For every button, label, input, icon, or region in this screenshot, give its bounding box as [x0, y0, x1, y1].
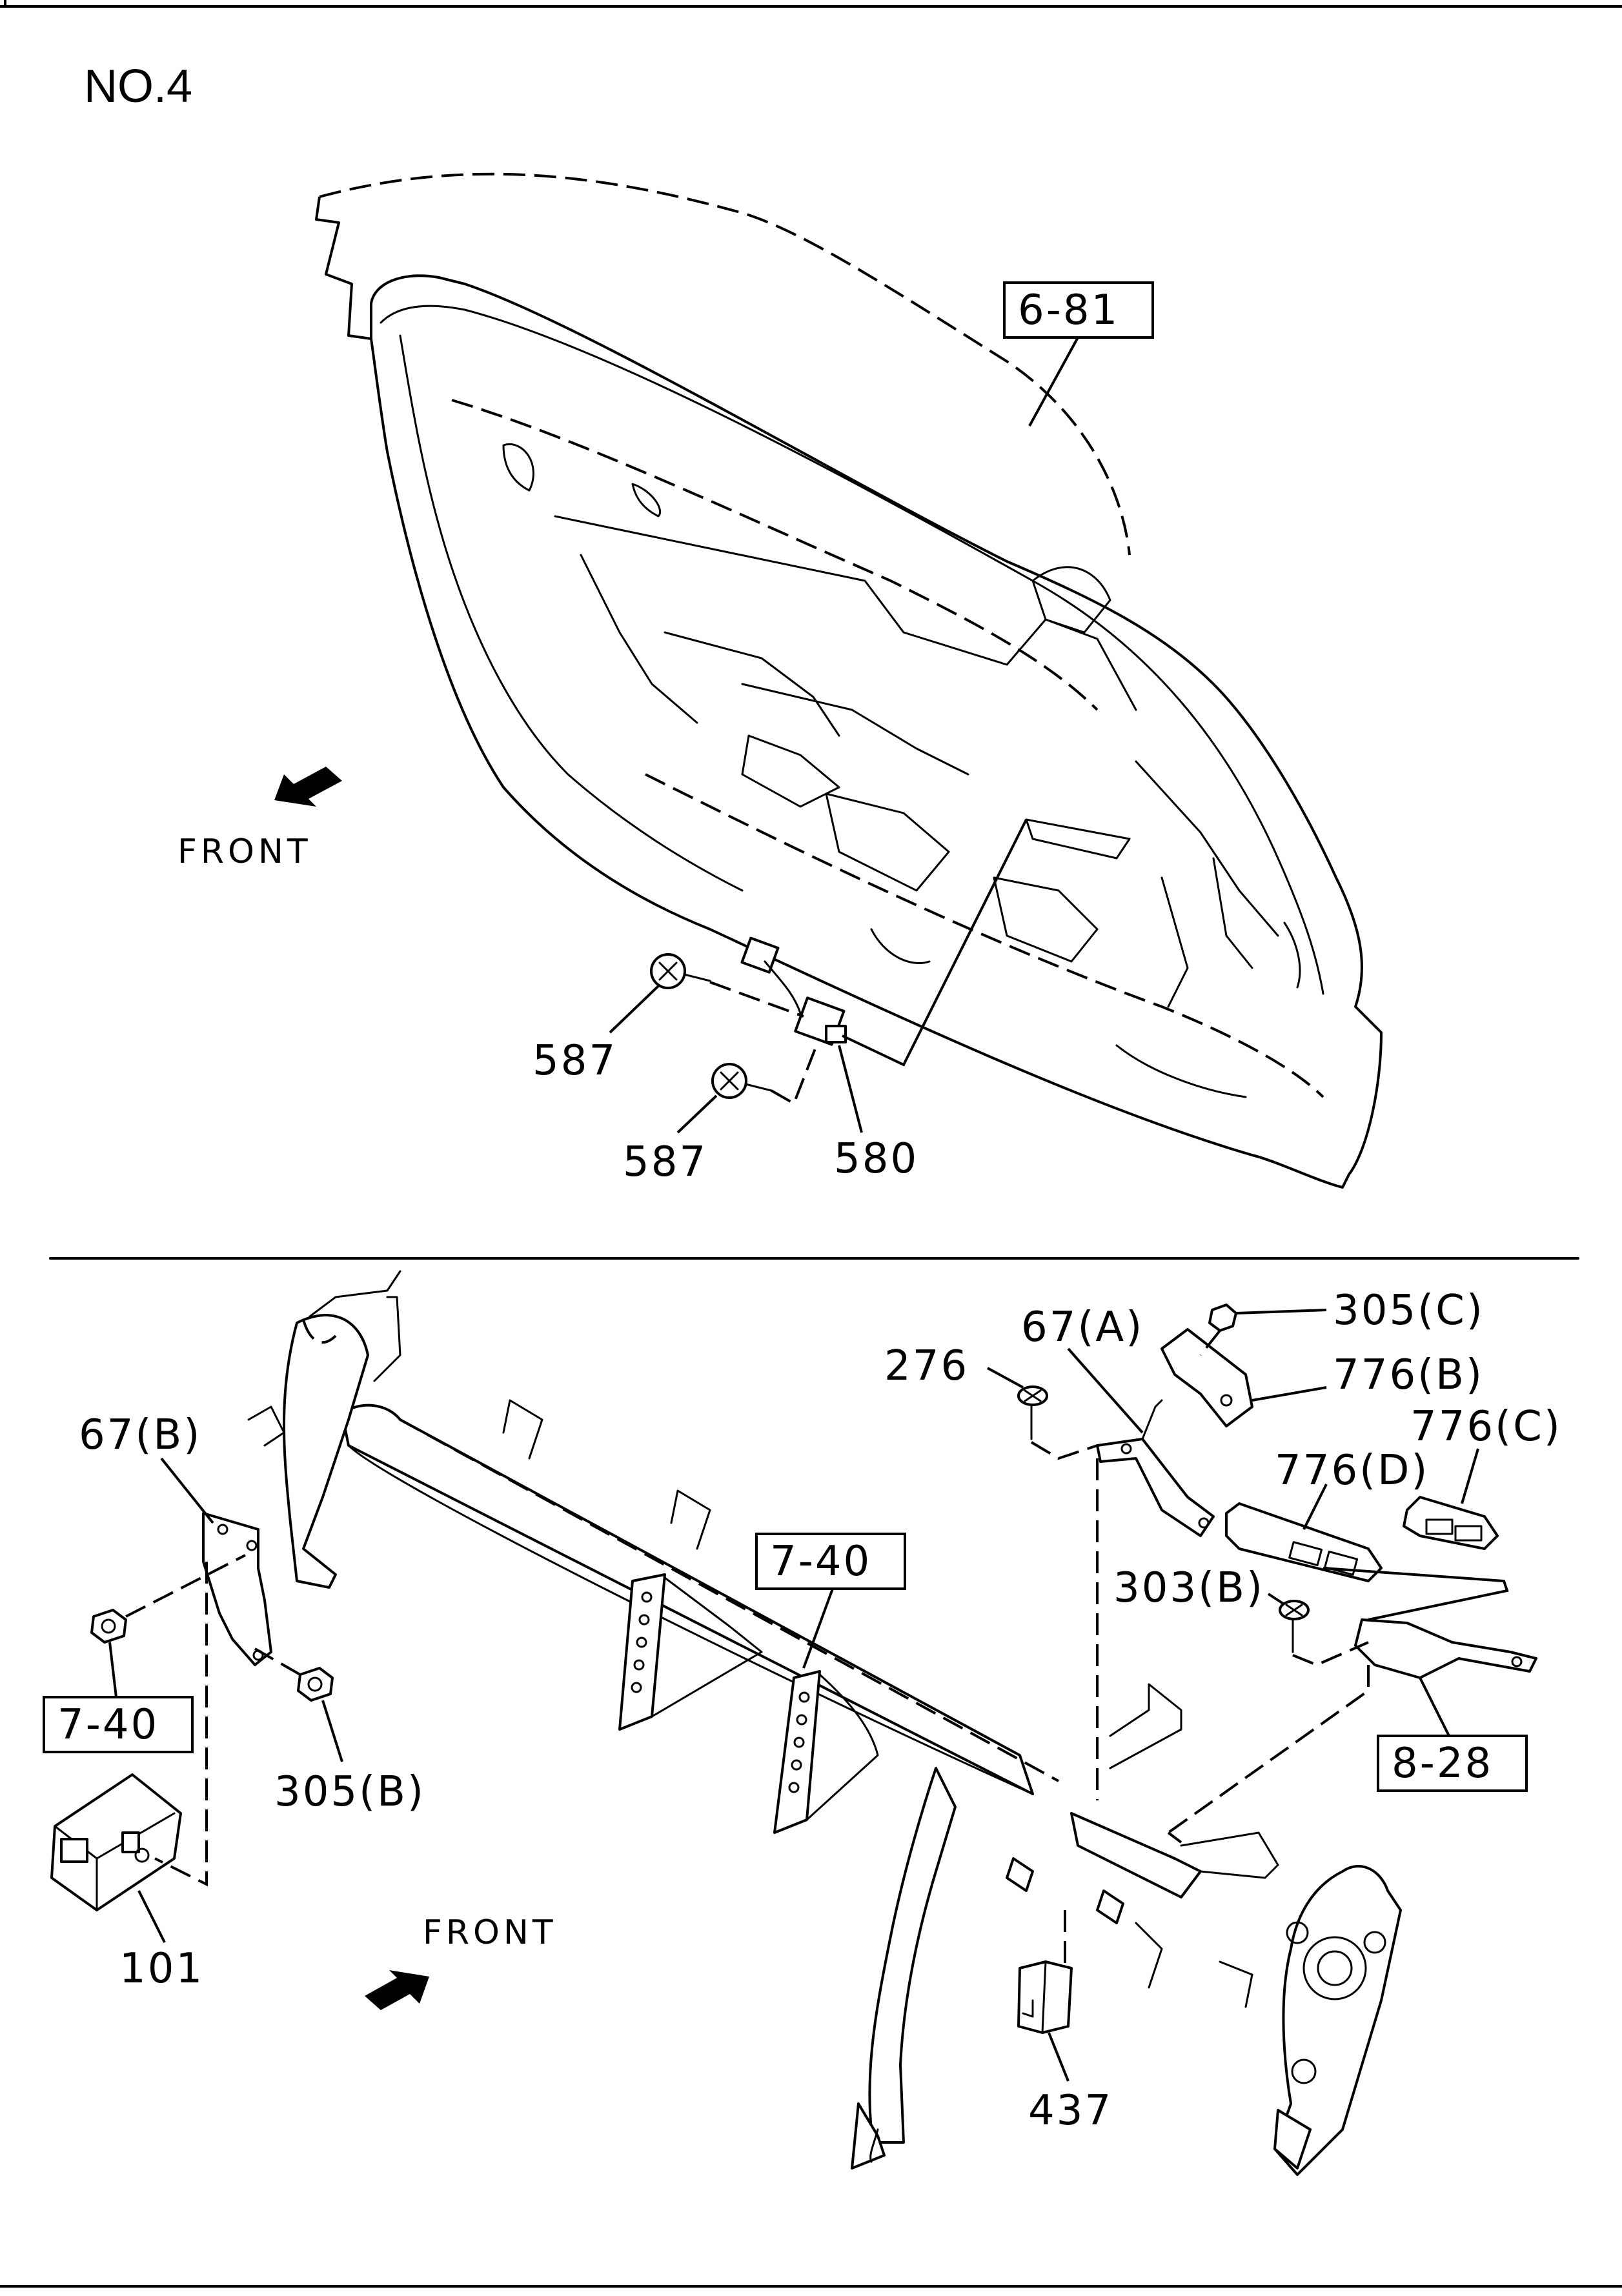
leader-7-40-left: [108, 1642, 117, 1698]
leader-776-to-8-28: [1323, 1567, 1509, 1621]
plate-8-28: [1354, 1618, 1537, 1679]
front-arrow-icon-lower: [365, 1970, 429, 2010]
bracket-776b: [1161, 1328, 1253, 1427]
leader-587-b: [676, 1094, 718, 1134]
leader-7-40-center: [802, 1588, 834, 1669]
leader-67b: [160, 1457, 214, 1524]
callout-587-b: 587: [623, 1138, 707, 1186]
callout-580: 580: [834, 1135, 918, 1183]
cross-beam-assembly: [247, 1270, 1402, 2176]
leader-587-a: [609, 985, 660, 1034]
ref-box-7-40-center: [755, 1533, 906, 1590]
callout-67b: 67(B): [79, 1411, 201, 1459]
callout-305b: 305(B): [274, 1768, 425, 1816]
leader-437: [1048, 2032, 1070, 2082]
front-label-upper: FRONT: [177, 832, 312, 871]
bracket-67b: [202, 1512, 272, 1666]
ref-label-7-40-center: 7-40: [770, 1538, 871, 1586]
connector-437: [1017, 1960, 1073, 2034]
ref-box-7-40-left: [43, 1696, 194, 1753]
page-title: NO.4: [84, 61, 192, 112]
leader-580: [838, 1045, 863, 1133]
callout-303b: 303(B): [1113, 1564, 1264, 1612]
screw-276: [1017, 1385, 1048, 1440]
leader-305b: [321, 1700, 343, 1762]
leader-776d: [1303, 1484, 1328, 1530]
leader-67a: [1067, 1347, 1144, 1434]
callout-776d: 776(D): [1275, 1447, 1429, 1495]
leader-776c: [1461, 1448, 1479, 1504]
module-776d: [1225, 1502, 1383, 1582]
ref-box-6-81: [1003, 281, 1154, 339]
leader-276: [987, 1367, 1024, 1389]
leader-8-28: [1419, 1677, 1450, 1737]
sensor-580: [740, 936, 847, 1046]
leader-580-to-door: [842, 819, 1028, 1067]
leader-305c: [1235, 1309, 1327, 1314]
bracket-67a: [1096, 1399, 1215, 1537]
callout-587-a: 587: [532, 1037, 617, 1085]
ref-label-6-81: 6-81: [1018, 287, 1119, 334]
front-label-lower: FRONT: [423, 1913, 557, 1952]
nut-305c: [1208, 1304, 1237, 1332]
ref-label-8-28: 8-28: [1392, 1740, 1493, 1787]
screw-587-b: [711, 1063, 773, 1099]
leader-303b: [1267, 1593, 1284, 1605]
module-776c: [1403, 1496, 1499, 1550]
callout-776b: 776(B): [1333, 1351, 1484, 1399]
leader-776b: [1252, 1386, 1327, 1402]
leader-6-81: [1028, 337, 1079, 427]
leader-101: [137, 1890, 166, 1943]
nut-7-40: [90, 1609, 127, 1644]
callout-101: 101: [119, 1945, 204, 1993]
tailgate-panel: [315, 172, 1383, 1189]
screw-587-a: [650, 953, 711, 989]
callout-305c: 305(C): [1333, 1287, 1485, 1334]
callout-67a: 67(A): [1021, 1304, 1144, 1351]
front-arrow-icon-upper: [274, 767, 342, 807]
callout-276: 276: [884, 1342, 969, 1390]
nut-305b: [297, 1667, 334, 1702]
callout-776c: 776(C): [1410, 1403, 1562, 1451]
callout-437: 437: [1028, 2087, 1113, 2135]
ref-label-7-40-left: 7-40: [57, 1701, 159, 1749]
ref-box-8-28: [1377, 1735, 1528, 1792]
module-101: [50, 1773, 182, 1911]
screw-303b: [1279, 1600, 1310, 1653]
